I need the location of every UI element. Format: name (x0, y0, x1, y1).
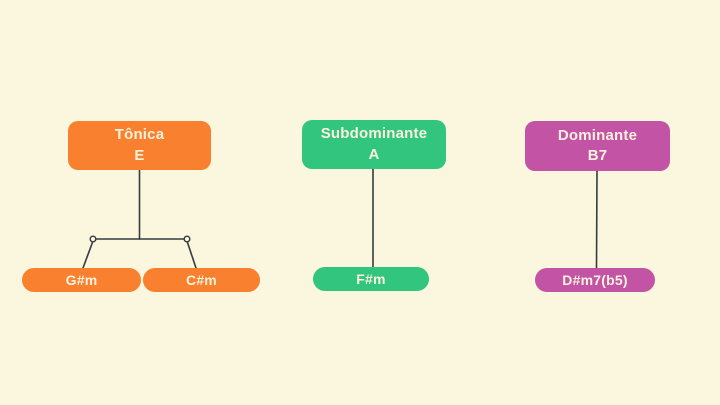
connector-tonica-right-branch (186, 240, 197, 269)
connector-dominante-stem (595, 170, 598, 269)
chord-label-subdominante: A (368, 145, 380, 163)
chord-node-csharp-minor: C#m (143, 268, 260, 292)
function-node-dominante: Dominante B7 (525, 121, 670, 171)
function-label-tonica: Tônica (114, 126, 165, 144)
junction-dot-right (183, 235, 191, 243)
chord-node-gsharp-minor: G#m (22, 268, 141, 292)
function-label-subdominante: Subdominante (320, 125, 428, 143)
chord-node-fsharp-minor: F#m (313, 267, 429, 291)
chord-node-dsharp-m7b5: D#m7(b5) (535, 268, 655, 292)
junction-dot-left (89, 235, 97, 243)
chord-label-dominante: B7 (587, 147, 608, 164)
function-label-dominante: Dominante (557, 126, 638, 144)
chord-label-tonica: E (134, 146, 145, 164)
connector-tonica-left-branch (82, 240, 94, 269)
function-node-subdominante: Subdominante A (302, 120, 446, 169)
function-node-tonica: Tônica E (68, 121, 211, 170)
